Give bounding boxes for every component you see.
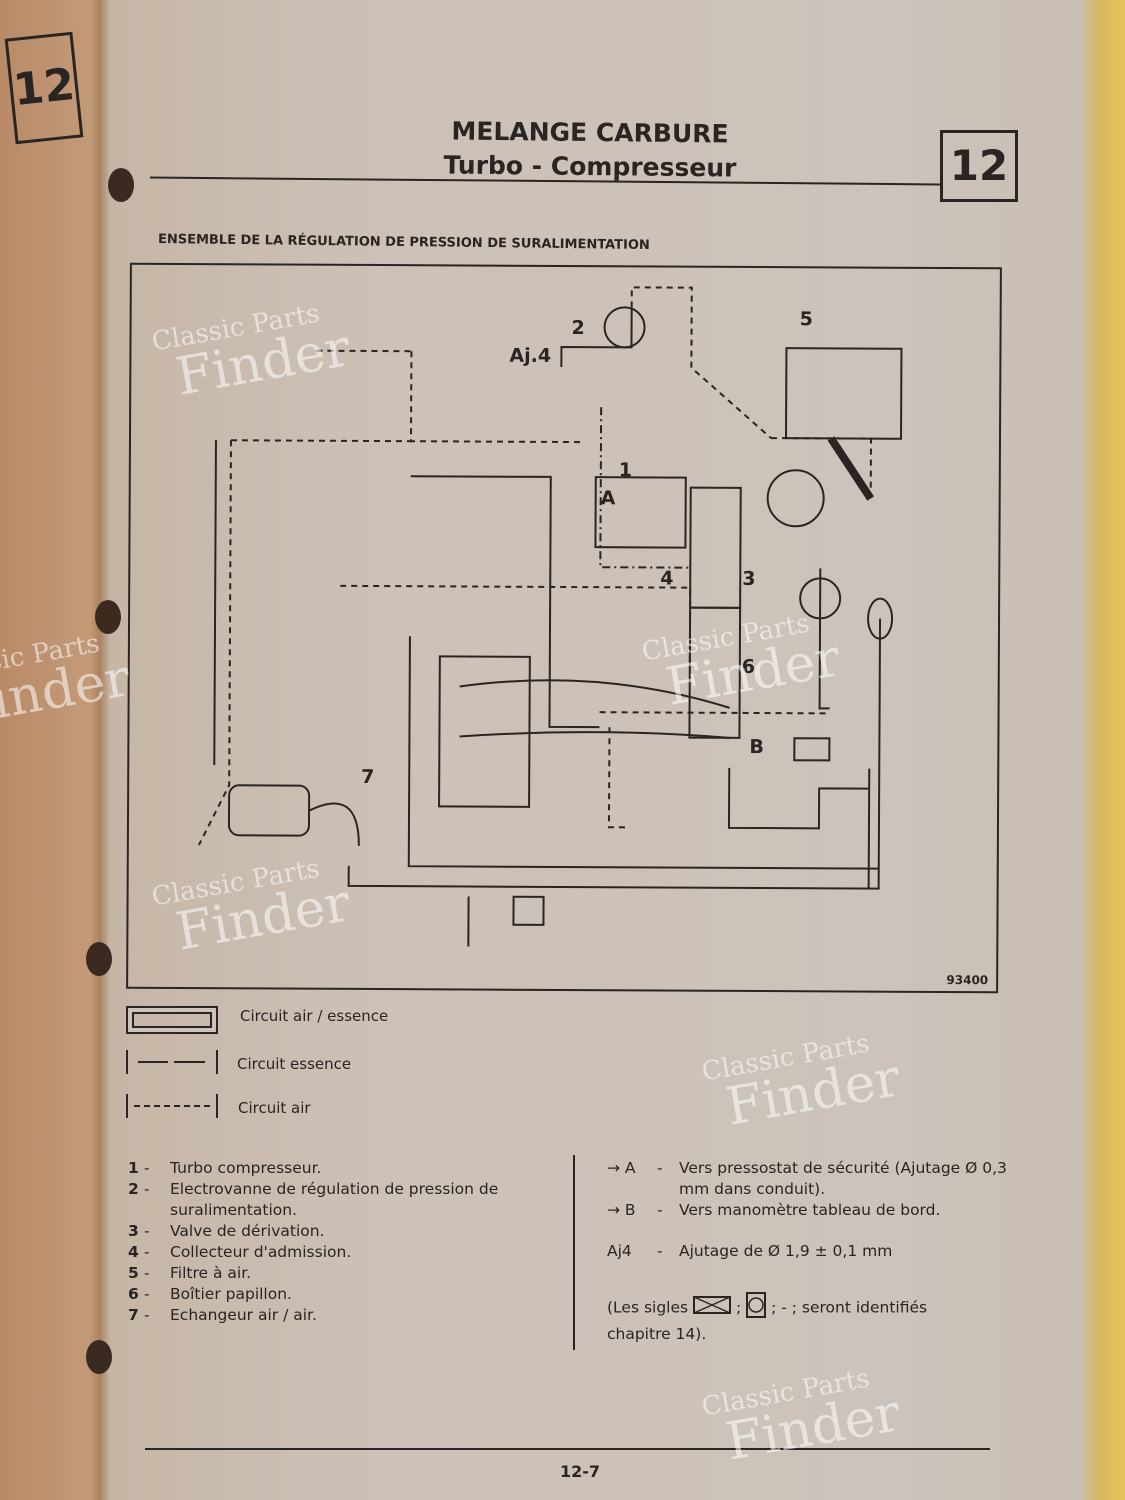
legend-symbol-air-essence xyxy=(126,1006,218,1034)
list-item: 3-Valve de dérivation. xyxy=(128,1222,325,1240)
list-item: 4-Collecteur d'admission. xyxy=(128,1243,352,1261)
footer-rule xyxy=(145,1448,990,1450)
label-aj4: Aj.4 xyxy=(509,344,552,367)
label-4: 4 xyxy=(660,567,674,590)
label-3: 3 xyxy=(742,567,756,591)
schematic-diagram: 1 2 3 4 5 6 7 A B Aj.4 93400 xyxy=(126,262,1002,994)
note-item: → A-Vers pressostat de sécurité (Ajutage… xyxy=(607,1159,1007,1198)
list-item: 2-Electrovanne de régulation de pression… xyxy=(128,1180,499,1219)
legend-label: Circuit essence xyxy=(237,1055,352,1073)
label-a: A xyxy=(600,487,616,510)
binder-hole xyxy=(95,600,121,634)
legend-label: Circuit air / essence xyxy=(240,1007,389,1025)
label-1: 1 xyxy=(618,459,633,482)
page-number: 12-7 xyxy=(559,1462,601,1481)
label-2: 2 xyxy=(571,317,585,340)
legend-symbol-essence xyxy=(126,1050,218,1074)
list-item: 6-Boîtier papillon. xyxy=(128,1285,292,1303)
note-item: → B-Vers manomètre tableau de bord. xyxy=(607,1201,941,1219)
crossed-box-icon xyxy=(693,1296,732,1320)
column-divider xyxy=(573,1155,575,1350)
chapter-box: 12 xyxy=(940,130,1018,202)
label-7: 7 xyxy=(361,765,375,789)
binder-hole xyxy=(108,168,134,202)
label-5: 5 xyxy=(799,308,813,331)
circle-box-icon xyxy=(746,1292,767,1324)
list-item: 7-Echangeur air / air. xyxy=(128,1306,317,1324)
circuit-drawing xyxy=(197,286,903,947)
page-title: MELANGE CARBURE xyxy=(451,116,729,149)
legend-symbol-air xyxy=(126,1094,218,1118)
sigles-note: (Les sigles ; ; - ; seront identifiés ch… xyxy=(607,1292,987,1345)
label-b: B xyxy=(749,735,764,759)
parts-list: 1-Turbo compresseur. 2-Electrovanne de r… xyxy=(128,1158,568,1326)
legend-label: Circuit air xyxy=(238,1099,311,1117)
figure-reference: 93400 xyxy=(946,973,989,988)
section-title: ENSEMBLE DE LA RÉGULATION DE PRESSION DE… xyxy=(157,232,650,254)
label-6: 6 xyxy=(741,655,756,679)
note-item: Aj4-Ajutage de Ø 1,9 ± 0,1 mm xyxy=(607,1242,893,1260)
list-item: 1-Turbo compresseur. xyxy=(128,1159,322,1177)
list-item: 5-Filtre à air. xyxy=(128,1264,252,1282)
notes-list: → A-Vers pressostat de sécurité (Ajutage… xyxy=(607,1158,1007,1345)
binder-hole xyxy=(86,1340,112,1374)
binder-hole xyxy=(86,942,112,976)
chapter-tab: 12 xyxy=(4,31,84,145)
